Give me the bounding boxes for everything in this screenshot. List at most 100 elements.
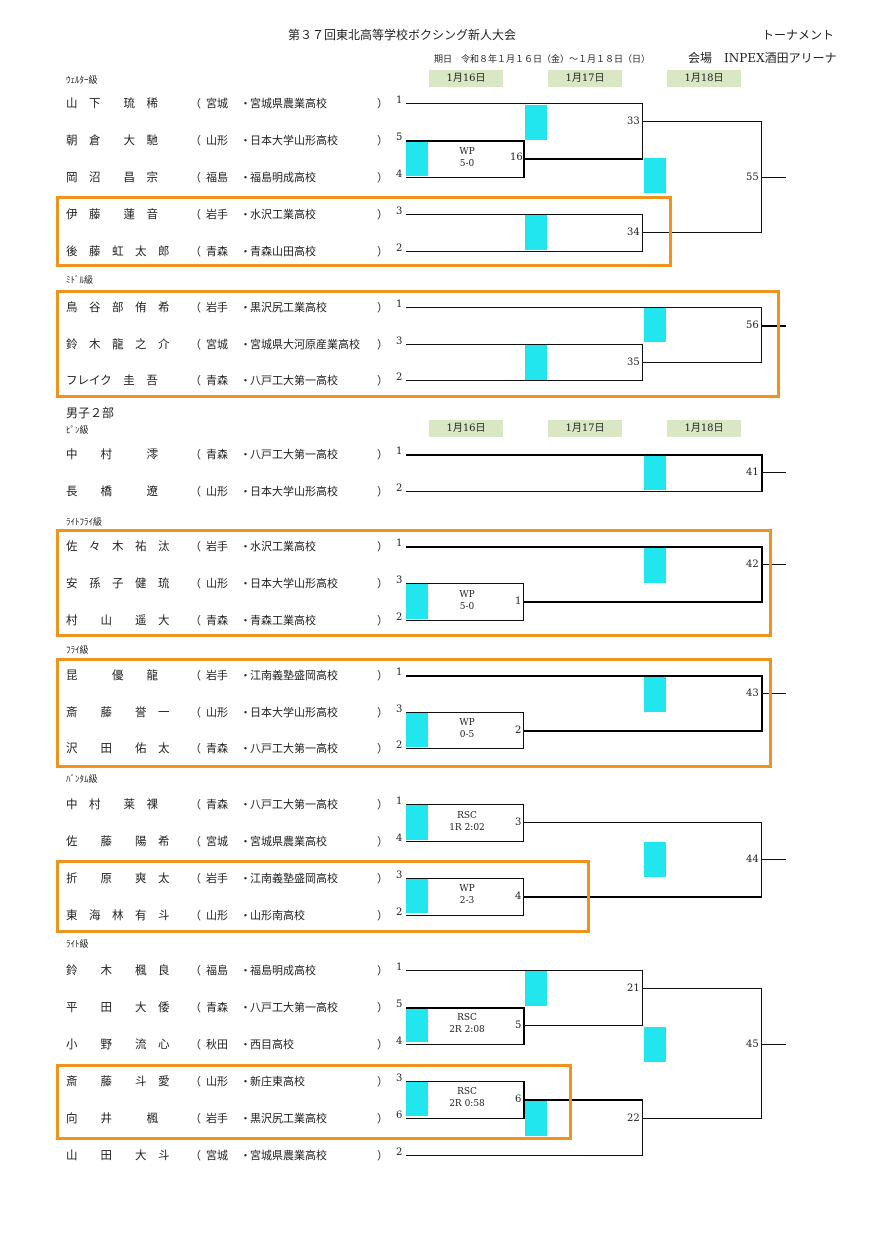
separator-dot: ・ — [240, 1001, 251, 1014]
open-paren: （ — [190, 338, 201, 351]
open-paren: （ — [190, 448, 201, 461]
separator-dot: ・ — [240, 1038, 251, 1051]
bout-number: 5 — [515, 1020, 522, 1031]
close-paren: ） — [377, 1001, 388, 1014]
cyan-marker — [406, 1007, 428, 1042]
fighter-school: 水沢工業高校 — [250, 540, 316, 553]
fighter-prefecture: 福島 — [206, 964, 228, 977]
close-paren: ） — [377, 1038, 388, 1051]
fighter-school: 八戸工大第一高校 — [250, 742, 338, 755]
fighter-draw-number: 1 — [396, 796, 403, 807]
fighter-draw-number: 4 — [396, 169, 403, 180]
fighter-school: 宮城県大河原産業高校 — [250, 338, 360, 351]
highlight-box — [56, 290, 780, 398]
bout-number: 3 — [515, 817, 522, 828]
separator-dot: ・ — [240, 835, 251, 848]
fighter-prefecture: 岩手 — [206, 872, 228, 885]
fighter-prefecture: 青森 — [206, 798, 228, 811]
day-box-1: 1月16日 — [429, 70, 503, 87]
fighter-school: 水沢工業高校 — [250, 208, 316, 221]
fighter-prefecture: 岩手 — [206, 1112, 228, 1125]
open-paren: （ — [190, 909, 201, 922]
separator-dot: ・ — [240, 872, 251, 885]
fighter-draw-number: 1 — [396, 538, 403, 549]
cyan-marker — [525, 1101, 547, 1136]
fighter-prefecture: 福島 — [206, 171, 228, 184]
fighter-draw-number: 3 — [396, 704, 403, 715]
close-paren: ） — [377, 134, 388, 147]
fighter-draw-number: 2 — [396, 372, 403, 383]
open-paren: （ — [190, 798, 201, 811]
fighter-prefecture: 宮城 — [206, 97, 228, 110]
fighter-prefecture: 岩手 — [206, 540, 228, 553]
fighter-school: 八戸工大第一高校 — [250, 374, 338, 387]
fighter-name: 小 野 流 心 — [66, 1037, 170, 1051]
bout-number: 45 — [746, 1039, 759, 1050]
fighter-prefecture: 青森 — [206, 1001, 228, 1014]
close-paren: ） — [377, 1112, 388, 1125]
separator-dot: ・ — [240, 338, 251, 351]
close-paren: ） — [377, 338, 388, 351]
cyan-marker — [644, 548, 666, 583]
separator-dot: ・ — [240, 245, 251, 258]
bout-number: 34 — [627, 227, 640, 238]
open-paren: （ — [190, 245, 201, 258]
cyan-marker — [406, 1081, 428, 1116]
fighter-name: 岡 沼 昌 宗 — [66, 170, 158, 184]
open-paren: （ — [190, 374, 201, 387]
fighter-prefecture: 青森 — [206, 742, 228, 755]
bout-number: 1 — [515, 596, 522, 607]
fighter-name: 沢 田 佑 太 — [66, 741, 170, 755]
bout-number: 56 — [746, 320, 759, 331]
day-box-3: 1月18日 — [667, 70, 741, 87]
day-box-1b: 1月16日 — [429, 420, 503, 437]
separator-dot: ・ — [240, 134, 251, 147]
fighter-draw-number: 1 — [396, 667, 403, 678]
open-paren: （ — [190, 872, 201, 885]
open-paren: （ — [190, 706, 201, 719]
fighter-name: 長 橋 遼 — [66, 484, 158, 498]
fighter-prefecture: 青森 — [206, 614, 228, 627]
separator-dot: ・ — [240, 964, 251, 977]
fighter-school: 福島明成高校 — [250, 964, 316, 977]
fighter-name: 朝 倉 大 馳 — [66, 133, 158, 147]
fighter-draw-number: 1 — [396, 95, 403, 106]
fighter-name: フレイク 圭 吾 — [66, 373, 158, 387]
cyan-marker — [644, 1027, 666, 1062]
fighter-school: 日本大学山形高校 — [250, 706, 338, 719]
category-middle: ﾐﾄﾞﾙ級 — [66, 276, 94, 286]
separator-dot: ・ — [240, 374, 251, 387]
fighter-draw-number: 5 — [396, 999, 403, 1010]
fighter-name: 村 山 遥 大 — [66, 613, 170, 627]
fighter-name: 安 孫 子 健 琉 — [66, 576, 170, 590]
cyan-marker — [644, 455, 666, 490]
open-paren: （ — [190, 1149, 201, 1162]
category-light: ﾗｲﾄ級 — [66, 940, 89, 950]
fighter-draw-number: 3 — [396, 336, 403, 347]
close-paren: ） — [377, 964, 388, 977]
fighter-prefecture: 青森 — [206, 245, 228, 258]
separator-dot: ・ — [240, 448, 251, 461]
bout-number: 33 — [627, 116, 640, 127]
open-paren: （ — [190, 97, 201, 110]
open-paren: （ — [190, 742, 201, 755]
bout-number: 44 — [746, 854, 759, 865]
fighter-name: 中 村 莱 祼 — [66, 797, 158, 811]
open-paren: （ — [190, 577, 201, 590]
fighter-school: 日本大学山形高校 — [250, 134, 338, 147]
fighter-draw-number: 1 — [396, 446, 403, 457]
fighter-name: 佐 々 木 祐 汰 — [66, 539, 170, 553]
fighter-draw-number: 6 — [396, 1110, 403, 1121]
fighter-school: 青森山田高校 — [250, 245, 316, 258]
cyan-marker — [644, 677, 666, 712]
fighter-draw-number: 4 — [396, 1036, 403, 1047]
category-welter: ｳｪﾙﾀｰ級 — [66, 76, 98, 86]
open-paren: （ — [190, 1001, 201, 1014]
close-paren: ） — [377, 301, 388, 314]
close-paren: ） — [377, 669, 388, 682]
fighter-school: 黒沢尻工業高校 — [250, 301, 327, 314]
highlight-box — [56, 860, 590, 933]
fighter-name: 山 下 琉 稀 — [66, 96, 158, 110]
fighter-school: 西目高校 — [250, 1038, 294, 1051]
